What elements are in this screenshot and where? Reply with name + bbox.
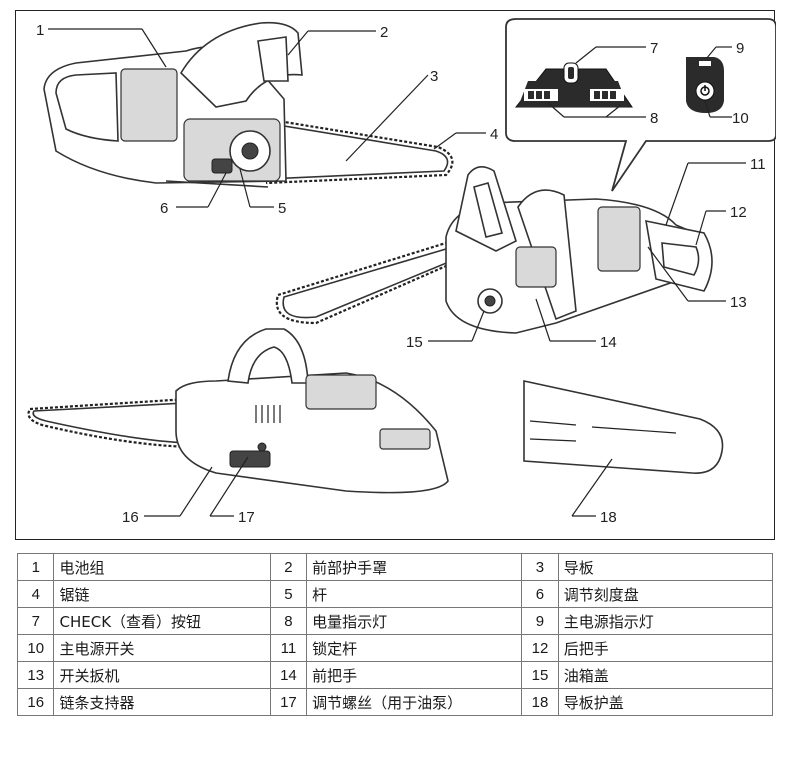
table-row: 4 锯链 5 杆 6 调节刻度盘 bbox=[16, 580, 774, 608]
part-number: 1 bbox=[16, 553, 55, 581]
part-number: 14 bbox=[269, 661, 308, 689]
part-number: 11 bbox=[269, 634, 308, 662]
parts-legend-table: 1 电池组 2 前部护手罩 3 导板 4 锯链 5 杆 6 调节刻度盘 7 CH… bbox=[16, 553, 774, 716]
callout-10: 10 bbox=[732, 110, 749, 127]
callout-12: 12 bbox=[730, 204, 747, 221]
table-row: 10 主电源开关 11 锁定杆 12 后把手 bbox=[16, 634, 774, 662]
callout-1: 1 bbox=[36, 22, 44, 39]
callout-9: 9 bbox=[736, 40, 744, 57]
callout-4: 4 bbox=[490, 126, 498, 143]
vent-slots bbox=[255, 405, 281, 423]
callout-15: 15 bbox=[406, 334, 423, 351]
part-name: 链条支持器 bbox=[53, 688, 271, 716]
callout-8: 8 bbox=[650, 110, 658, 127]
callout-17: 17 bbox=[238, 509, 255, 526]
part-name: 锁定杆 bbox=[306, 634, 523, 662]
callout-14: 14 bbox=[600, 334, 617, 351]
parts-diagram: 1 2 3 4 5 6 7 8 9 10 11 12 13 14 15 16 1… bbox=[15, 10, 776, 540]
callout-3: 3 bbox=[430, 68, 438, 85]
part-number: 5 bbox=[269, 580, 308, 608]
part-name: 前把手 bbox=[306, 661, 523, 689]
callout-7: 7 bbox=[650, 40, 658, 57]
table-row: 7 CHECK（查看）按钮 8 电量指示灯 9 主电源指示灯 bbox=[16, 607, 774, 635]
part-number: 18 bbox=[521, 688, 559, 716]
callout-16: 16 bbox=[122, 509, 139, 526]
part-number: 17 bbox=[269, 688, 308, 716]
part-number: 15 bbox=[521, 661, 559, 689]
part-name: 调节螺丝（用于油泵） bbox=[306, 688, 523, 716]
callout-6: 6 bbox=[160, 200, 168, 217]
part-number: 12 bbox=[521, 634, 559, 662]
part-name: 电池组 bbox=[53, 553, 271, 581]
callout-13: 13 bbox=[730, 294, 747, 311]
part-name: 主电源指示灯 bbox=[557, 607, 774, 635]
guide-bar-cover bbox=[523, 380, 724, 474]
part-name: 杆 bbox=[306, 580, 523, 608]
indicator-panel-inset bbox=[505, 18, 776, 192]
part-name: 调节刻度盘 bbox=[557, 580, 774, 608]
part-number: 2 bbox=[269, 553, 308, 581]
part-name: 导板 bbox=[557, 553, 774, 581]
callout-5: 5 bbox=[278, 200, 286, 217]
part-name: 后把手 bbox=[557, 634, 774, 662]
chainsaw-illustration: 1 2 3 4 5 6 7 8 9 10 11 12 13 14 15 16 1… bbox=[27, 18, 776, 526]
callout-18: 18 bbox=[600, 509, 617, 526]
part-number: 10 bbox=[16, 634, 55, 662]
part-name: 锯链 bbox=[53, 580, 271, 608]
part-number: 8 bbox=[269, 607, 308, 635]
part-name: 开关扳机 bbox=[53, 661, 271, 689]
callout-2: 2 bbox=[380, 24, 388, 41]
chainsaw-front-view bbox=[275, 166, 713, 334]
chainsaw-other-side-view bbox=[27, 328, 449, 494]
part-name: 电量指示灯 bbox=[306, 607, 523, 635]
part-name: 前部护手罩 bbox=[306, 553, 523, 581]
part-name: 主电源开关 bbox=[53, 634, 271, 662]
chainsaw-side-view bbox=[43, 21, 454, 188]
part-number: 7 bbox=[16, 607, 55, 635]
table-row: 13 开关扳机 14 前把手 15 油箱盖 bbox=[16, 661, 774, 689]
part-number: 9 bbox=[521, 607, 559, 635]
callout-numbers: 1 2 3 4 5 6 7 8 9 10 11 12 13 14 15 16 1… bbox=[36, 22, 766, 526]
table-row: 16 链条支持器 17 调节螺丝（用于油泵） 18 导板护盖 bbox=[16, 688, 774, 716]
part-number: 13 bbox=[16, 661, 55, 689]
part-name: 导板护盖 bbox=[557, 688, 774, 716]
part-number: 16 bbox=[16, 688, 55, 716]
part-number: 3 bbox=[521, 553, 559, 581]
part-number: 6 bbox=[521, 580, 559, 608]
callout-leader-lines bbox=[48, 28, 746, 517]
part-name: 油箱盖 bbox=[557, 661, 774, 689]
callout-11: 11 bbox=[750, 156, 766, 173]
part-name: CHECK（查看）按钮 bbox=[53, 607, 271, 635]
table-row: 1 电池组 2 前部护手罩 3 导板 bbox=[16, 553, 774, 581]
part-number: 4 bbox=[16, 580, 55, 608]
